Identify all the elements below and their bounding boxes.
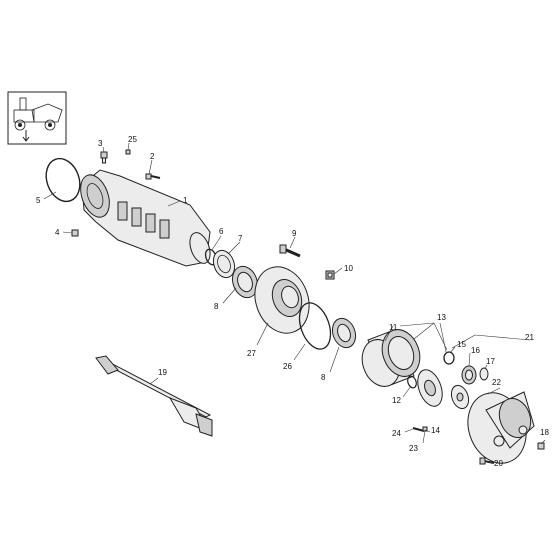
part-snap-ring — [407, 375, 417, 389]
callout-25: 25 — [128, 135, 137, 144]
part-axle-housing — [80, 169, 211, 267]
callout-26: 26 — [283, 362, 292, 371]
callout-27: 27 — [247, 349, 256, 358]
part-circlip — [443, 351, 455, 365]
callout-23: 23 — [409, 444, 418, 453]
part-pin — [412, 426, 425, 433]
callout-13: 13 — [437, 313, 446, 322]
callout-22: 22 — [492, 378, 501, 387]
part-planetary-carrier — [467, 391, 535, 464]
part-bearing-inner — [231, 265, 259, 299]
part-wheel-nut — [325, 270, 335, 280]
part-spacer — [479, 367, 489, 381]
callout-4: 4 — [55, 228, 60, 237]
leader-lines — [43, 142, 546, 464]
callout-labels: 1 2 3 4 5 6 7 8 8 9 10 11 12 13 14 15 16… — [36, 135, 549, 468]
callout-19: 19 — [158, 368, 167, 377]
part-ring-gear — [361, 329, 421, 387]
callout-17: 17 — [486, 357, 495, 366]
callout-9: 9 — [292, 229, 297, 238]
part-wheel-stud — [279, 244, 301, 258]
callout-15: 15 — [457, 340, 466, 349]
callout-16: 16 — [471, 346, 480, 355]
part-o-ring — [45, 157, 81, 203]
callout-18: 18 — [540, 428, 549, 437]
part-axle-shaft — [95, 355, 213, 437]
callout-14: 14 — [431, 426, 440, 435]
vehicle-thumbnail — [7, 91, 67, 145]
callout-10: 10 — [344, 264, 353, 273]
callout-11: 11 — [389, 323, 398, 332]
part-seal — [212, 249, 236, 279]
part-bolt — [71, 229, 79, 237]
callout-2: 2 — [150, 152, 155, 161]
callout-3: 3 — [98, 139, 103, 148]
part-o-ring-hub — [298, 302, 332, 350]
callout-12: 12 — [392, 396, 401, 405]
part-screw — [145, 173, 161, 180]
callout-21: 21 — [525, 333, 534, 342]
callout-1: 1 — [183, 196, 188, 205]
callout-20: 20 — [494, 459, 503, 468]
callout-5: 5 — [36, 196, 41, 205]
part-wheel-hub — [254, 266, 310, 334]
part-planet-gear — [461, 365, 477, 385]
dumper-vehicle-icon — [13, 97, 63, 131]
arrow-down-icon — [22, 130, 30, 142]
part-plug — [125, 149, 131, 155]
callout-24: 24 — [392, 429, 401, 438]
part-thrust-washer — [450, 384, 470, 410]
part-bearing-outer — [331, 317, 357, 349]
callout-7: 7 — [238, 234, 243, 243]
callout-6: 6 — [219, 227, 224, 236]
part-carrier-disc — [417, 369, 443, 407]
part-drain-plug — [537, 442, 545, 450]
part-breather — [100, 151, 108, 164]
callout-8-lower: 8 — [321, 373, 326, 382]
callout-8-upper: 8 — [214, 302, 219, 311]
